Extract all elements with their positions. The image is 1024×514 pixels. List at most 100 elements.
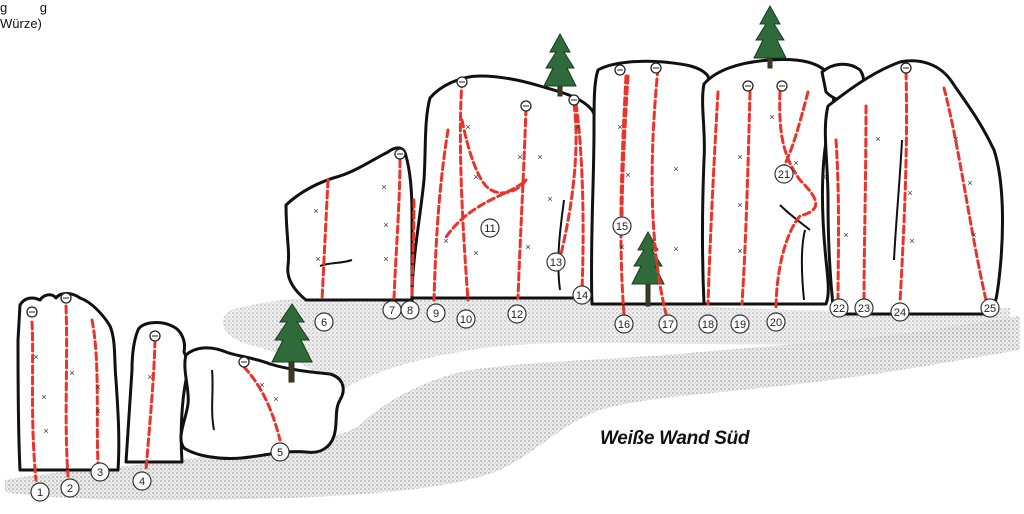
route-number-text: 1 [37,487,43,499]
route-number-label: 19 [731,315,749,333]
bolt-marker: × [69,368,74,378]
bolt-marker: × [617,122,622,132]
route-number-text: 11 [484,223,495,235]
route-number-text: 4 [139,476,145,488]
route-number-label: 24 [891,303,909,321]
bolt-marker: × [821,172,826,182]
bolt-marker: × [843,230,848,240]
route-number-text: 7 [389,305,395,317]
route-number-text: 17 [662,319,674,331]
route-number-text: 24 [894,307,906,319]
bolt-marker: × [383,220,388,230]
route-number-label: 15 [613,217,631,235]
bolt-marker: × [793,158,798,168]
bolt-marker: × [43,426,48,436]
route-number-label: 18 [699,315,717,333]
bolt-marker: × [575,122,580,132]
route-number-label: 17 [659,315,677,333]
route-number-text: 20 [770,317,782,329]
bolt-marker: × [465,122,470,132]
bolt-marker: × [313,206,318,216]
route-number-label: 3 [91,463,109,481]
route-number-label: 2 [61,479,79,497]
bolt-marker: × [619,242,624,252]
bolt-marker: × [473,172,478,182]
route-number-text: 14 [576,290,588,302]
route-number-text: 5 [277,447,283,459]
bolt-marker: × [737,246,742,256]
route-number-label: 8 [401,301,419,319]
bolt-marker: × [95,382,100,392]
bolt-marker: × [517,152,522,162]
route-number-text: 8 [407,305,413,317]
bolt-marker: × [537,152,542,162]
rock-block-7 [703,60,834,304]
rock-block-4 [286,148,412,300]
bolt-marker: × [147,372,152,382]
bolt-marker: × [909,236,914,246]
route-number-label: 21 [775,165,793,183]
bolt-marker: × [33,352,38,362]
top-left-text: g g Würze) [0,0,47,32]
route-number-label: 7 [383,301,401,319]
bolt-marker: × [907,188,912,198]
bolt-marker: × [525,242,530,252]
route-number-label: 22 [830,299,848,317]
tree-icon [544,34,576,96]
route-number-label: 16 [615,315,633,333]
route-number-text: 15 [616,221,628,233]
route-number-label: 25 [981,299,999,317]
route-number-label: 11 [481,219,499,237]
bolt-marker: × [769,112,774,122]
route-number-text: 25 [984,303,996,315]
route-number-text: 2 [67,483,73,495]
bolt-marker: × [737,152,742,162]
route-number-text: 6 [321,317,327,329]
route-number-text: 9 [433,308,439,320]
route-number-label: 13 [547,253,565,271]
route-number-text: 19 [734,319,746,331]
bolt-marker: × [967,178,972,188]
route-number-label: 23 [855,299,873,317]
route-number-text: 21 [778,169,790,181]
rock-block-2 [126,323,188,462]
route-number-text: 22 [833,303,845,315]
bolt-marker: × [673,164,678,174]
bolt-marker: × [547,194,552,204]
route-number-label: 9 [427,304,445,322]
route-number-text: 13 [550,257,562,269]
bolt-marker: × [473,248,478,258]
rock-block-9 [825,61,1002,314]
bolt-marker: × [383,254,388,264]
route-number-label: 1 [31,483,49,501]
route-number-label: 4 [133,472,151,490]
route-number-text: 10 [460,314,472,326]
bolt-marker: × [875,134,880,144]
route-number-label: 5 [271,443,289,461]
route-number-label: 12 [508,305,526,323]
bolt-marker: × [971,230,976,240]
route-number-text: 3 [97,467,103,479]
bolt-marker: × [259,380,264,390]
route-number-text: 18 [702,319,714,331]
header-line-1: g g [0,0,47,15]
bolt-marker: × [625,170,630,180]
bolt-marker: × [673,244,678,254]
bolt-marker: × [737,200,742,210]
route-number-label: 6 [315,313,333,331]
wall-name-caption: Weiße Wand Süd [600,428,749,450]
bolt-marker: × [953,134,958,144]
route-number-text: 16 [618,319,630,331]
route-number-label: 20 [767,313,785,331]
bolt-marker: × [381,182,386,192]
bolt-marker: × [95,406,100,416]
bolt-marker: × [443,236,448,246]
bolt-marker: × [41,392,46,402]
route-number-label: 10 [457,310,475,328]
route-number-text: 23 [858,303,870,315]
bolt-marker: × [273,394,278,404]
route-number-text: 12 [511,309,523,321]
header-line-2: Würze) [0,16,42,31]
